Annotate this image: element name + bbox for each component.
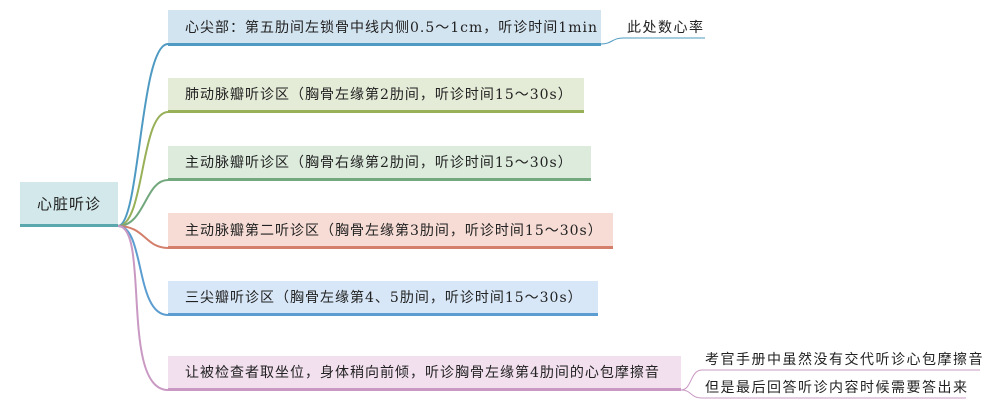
note-label: 考官手册中虽然没有交代听诊心包摩擦音 bbox=[705, 352, 984, 368]
branch-tricuspid-valve[interactable]: 三尖瓣听诊区（胸骨左缘第4、5肋间，听诊时间15～30s） bbox=[168, 281, 598, 316]
branch-label: 让被检查者取坐位，身体稍向前倾，听诊胸骨左缘第4肋间的心包摩擦音 bbox=[185, 365, 660, 381]
note-answer-required[interactable]: 但是最后回答听诊内容时候需要答出来 bbox=[705, 377, 969, 397]
branch-pericardial-friction-rub[interactable]: 让被检查者取坐位，身体稍向前倾，听诊胸骨左缘第4肋间的心包摩擦音 bbox=[168, 356, 681, 391]
branch-label: 主动脉瓣第二听诊区（胸骨左缘第3肋间，听诊时间15～30s） bbox=[185, 222, 603, 239]
note-label: 但是最后回答听诊内容时候需要答出来 bbox=[705, 380, 969, 396]
note-label: 此处数心率 bbox=[627, 20, 705, 36]
note-count-heart-rate[interactable]: 此处数心率 bbox=[627, 17, 705, 37]
root-node[interactable]: 心脏听诊 bbox=[20, 182, 118, 227]
branch-aortic-valve[interactable]: 主动脉瓣听诊区（胸骨右缘第2肋间，听诊时间15～30s） bbox=[168, 146, 591, 181]
branch-label: 三尖瓣听诊区（胸骨左缘第4、5肋间，听诊时间15～30s） bbox=[185, 290, 583, 306]
branch-pulmonary-valve[interactable]: 肺动脉瓣听诊区（胸骨左缘第2肋间，听诊时间15～30s） bbox=[168, 78, 584, 113]
branch-apex[interactable]: 心尖部：第五肋间左锁骨中线内侧0.5～1cm，听诊时间1min bbox=[168, 10, 601, 46]
branch-label: 主动脉瓣听诊区（胸骨右缘第2肋间，听诊时间15～30s） bbox=[185, 155, 573, 171]
branch-aortic-second-area[interactable]: 主动脉瓣第二听诊区（胸骨左缘第3肋间，听诊时间15～30s） bbox=[168, 213, 613, 249]
branch-label: 心尖部：第五肋间左锁骨中线内侧0.5～1cm，听诊时间1min bbox=[185, 19, 598, 36]
branch-label: 肺动脉瓣听诊区（胸骨左缘第2肋间，听诊时间15～30s） bbox=[185, 87, 573, 103]
note-examiner-manual[interactable]: 考官手册中虽然没有交代听诊心包摩擦音 bbox=[705, 349, 984, 369]
root-label: 心脏听诊 bbox=[36, 194, 101, 213]
